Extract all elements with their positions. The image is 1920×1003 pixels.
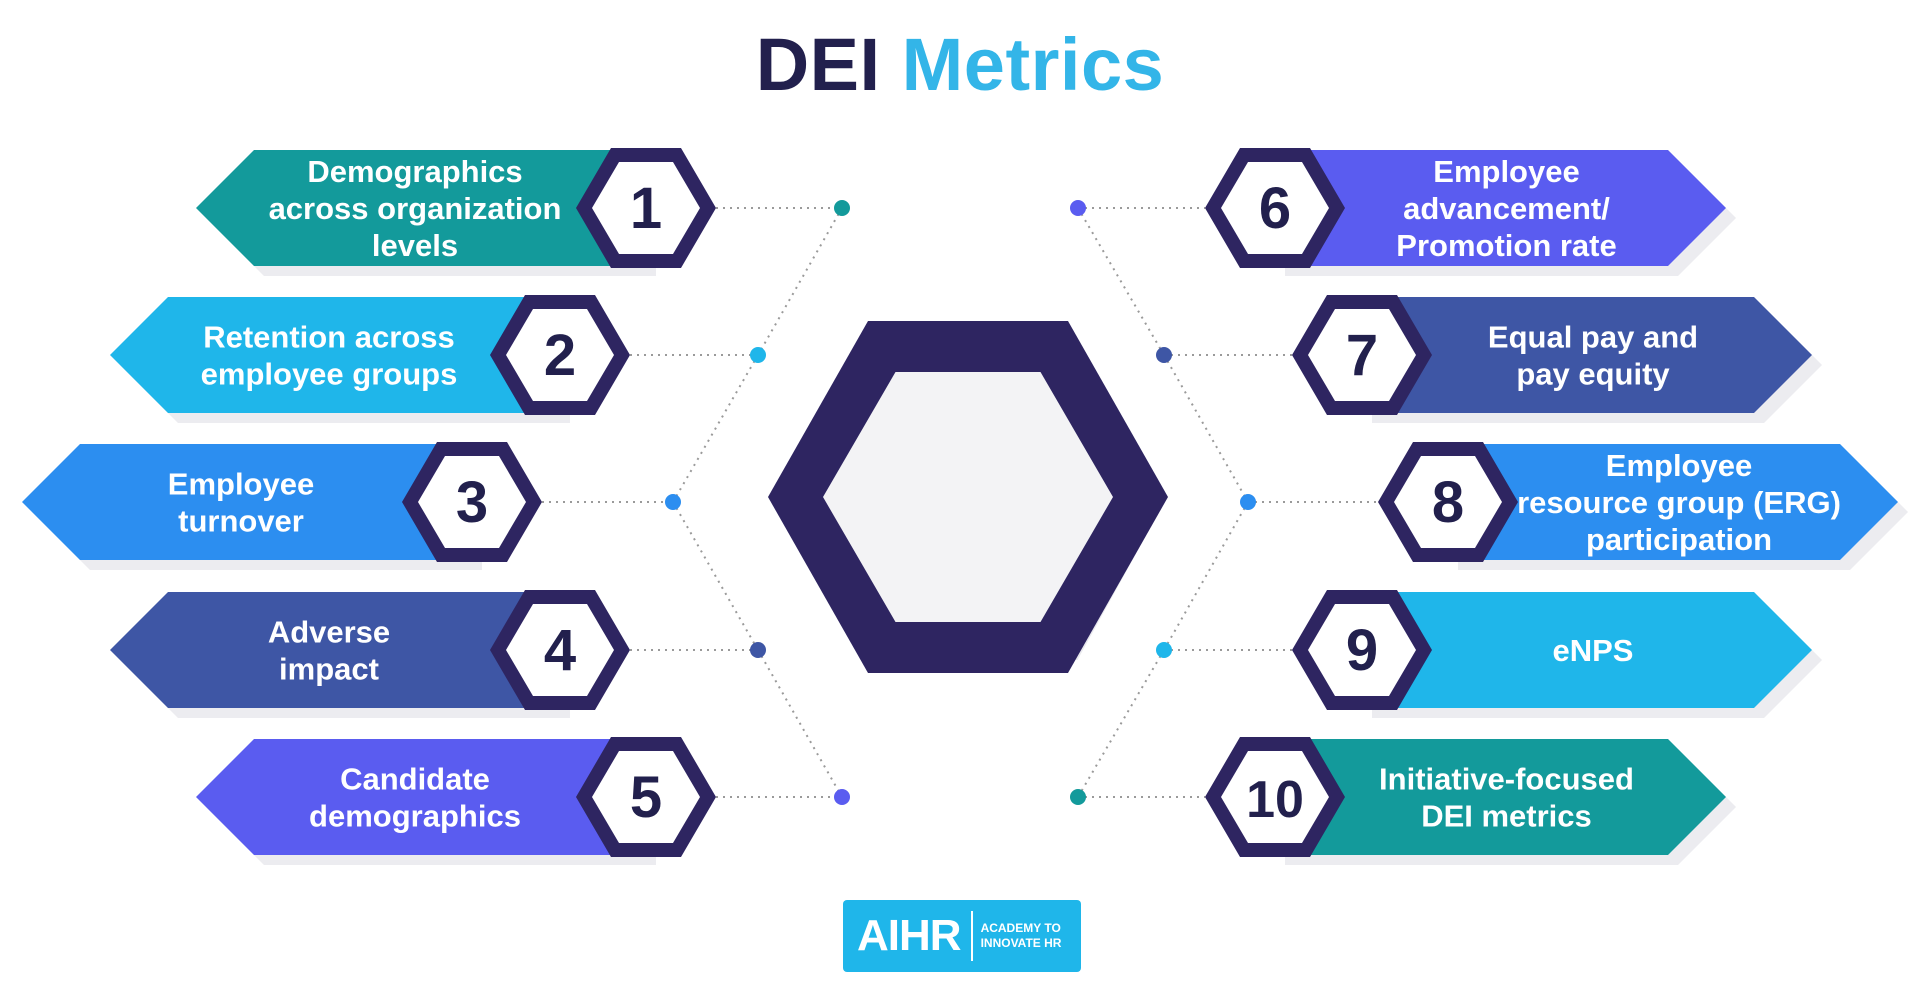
metric-label-line: levels (372, 228, 458, 263)
metric-label-line: Candidate (340, 762, 490, 797)
metric-label-line: Employee (1433, 154, 1579, 189)
metric-label-line: Promotion rate (1396, 228, 1616, 263)
connector-dot (1070, 200, 1086, 216)
metric-label-line: eNPS (1553, 633, 1634, 668)
connector-lines (542, 207, 1378, 798)
metric-label-line: resource group (ERG) (1517, 485, 1841, 520)
connector-dot (1156, 642, 1172, 658)
metric-banner (1448, 444, 1898, 560)
metric-number: 1 (630, 176, 662, 241)
connector-left-diagonal (757, 207, 843, 356)
number-hexagon-inner (1394, 456, 1502, 548)
metric-banner (1362, 297, 1812, 413)
metric-banner (196, 150, 646, 266)
connector-dot (750, 642, 766, 658)
metric-number: 4 (544, 618, 576, 683)
number-hexagon-inner (1308, 309, 1416, 401)
metric-banner (110, 592, 560, 708)
number-hexagon-inner (506, 309, 614, 401)
metric-label-line: Employee (168, 467, 314, 502)
metric-label-line: Employee (1606, 448, 1752, 483)
metric-number: 2 (544, 323, 576, 388)
metric-label-line: employee groups (201, 357, 458, 392)
number-hexagon-inner (592, 162, 700, 254)
metric-label-line: demographics (309, 799, 521, 834)
metric-banner (1362, 592, 1812, 708)
metric-banner (1275, 150, 1726, 266)
title-part-2: Metrics (901, 23, 1165, 106)
logo-tagline: ACADEMY TO INNOVATE HR (973, 921, 1071, 951)
metric-label-line: Demographics (307, 154, 522, 189)
metric-label-line: DEI metrics (1421, 799, 1592, 834)
number-hexagon-inner (1308, 604, 1416, 696)
metric-number: 8 (1432, 470, 1464, 535)
connector-left-diagonal (672, 354, 759, 503)
connector-dot (665, 494, 681, 510)
metric-label-line: advancement/ (1403, 191, 1610, 226)
connector-right-diagonal (1163, 354, 1249, 503)
logo-tagline-line-1: ACADEMY TO (980, 921, 1061, 935)
logo-brand: AIHR (843, 911, 973, 961)
metric-label-line: across organization (269, 191, 562, 226)
metric-label-line: impact (279, 652, 379, 687)
connector-dot (834, 200, 850, 216)
metric-banner (22, 444, 472, 560)
metric-number: 5 (630, 765, 662, 830)
logo-tagline-line-2: INNOVATE HR (980, 936, 1062, 950)
metric-number: 7 (1346, 323, 1378, 388)
metric-number: 10 (1246, 771, 1304, 829)
metric-label-line: participation (1586, 522, 1772, 557)
center-hexagon (768, 321, 1168, 673)
connector-right-diagonal (1163, 501, 1249, 651)
metric-banner (196, 739, 646, 855)
metric-banner (1275, 739, 1726, 855)
metric-label-line: Retention across (203, 320, 455, 355)
number-hexagon-inner (592, 751, 700, 843)
metric-number: 6 (1259, 176, 1291, 241)
connector-left-diagonal (672, 501, 759, 651)
number-hexagon-inner (506, 604, 614, 696)
connector-right-diagonal (1077, 207, 1165, 356)
connector-dot (750, 347, 766, 363)
connector-left-diagonal (757, 649, 843, 798)
connector-dot (1156, 347, 1172, 363)
metric-item-9: 9 eNPS (1156, 590, 1822, 718)
metric-label-line: pay equity (1516, 357, 1670, 392)
metric-number: 3 (456, 470, 488, 535)
connector-dot (834, 789, 850, 805)
connector-dot (1240, 494, 1256, 510)
number-hexagon-inner (1221, 162, 1329, 254)
metric-label-line: Adverse (268, 615, 390, 650)
connector-right-diagonal (1077, 649, 1165, 798)
metric-label-line: Equal pay and (1488, 320, 1698, 355)
number-hexagon-inner (1221, 751, 1329, 843)
metric-number: 9 (1346, 618, 1378, 683)
number-hexagon-inner (418, 456, 526, 548)
metric-label-line: Initiative-focused (1379, 762, 1634, 797)
aihr-logo: AIHR ACADEMY TO INNOVATE HR (843, 900, 1081, 972)
metric-banner (110, 297, 560, 413)
page-title: DEI Metrics (0, 22, 1920, 107)
metric-label-line: turnover (178, 504, 304, 539)
connector-dot (1070, 789, 1086, 805)
center-hexagon-inner (823, 372, 1113, 622)
title-part-1: DEI (755, 23, 881, 106)
